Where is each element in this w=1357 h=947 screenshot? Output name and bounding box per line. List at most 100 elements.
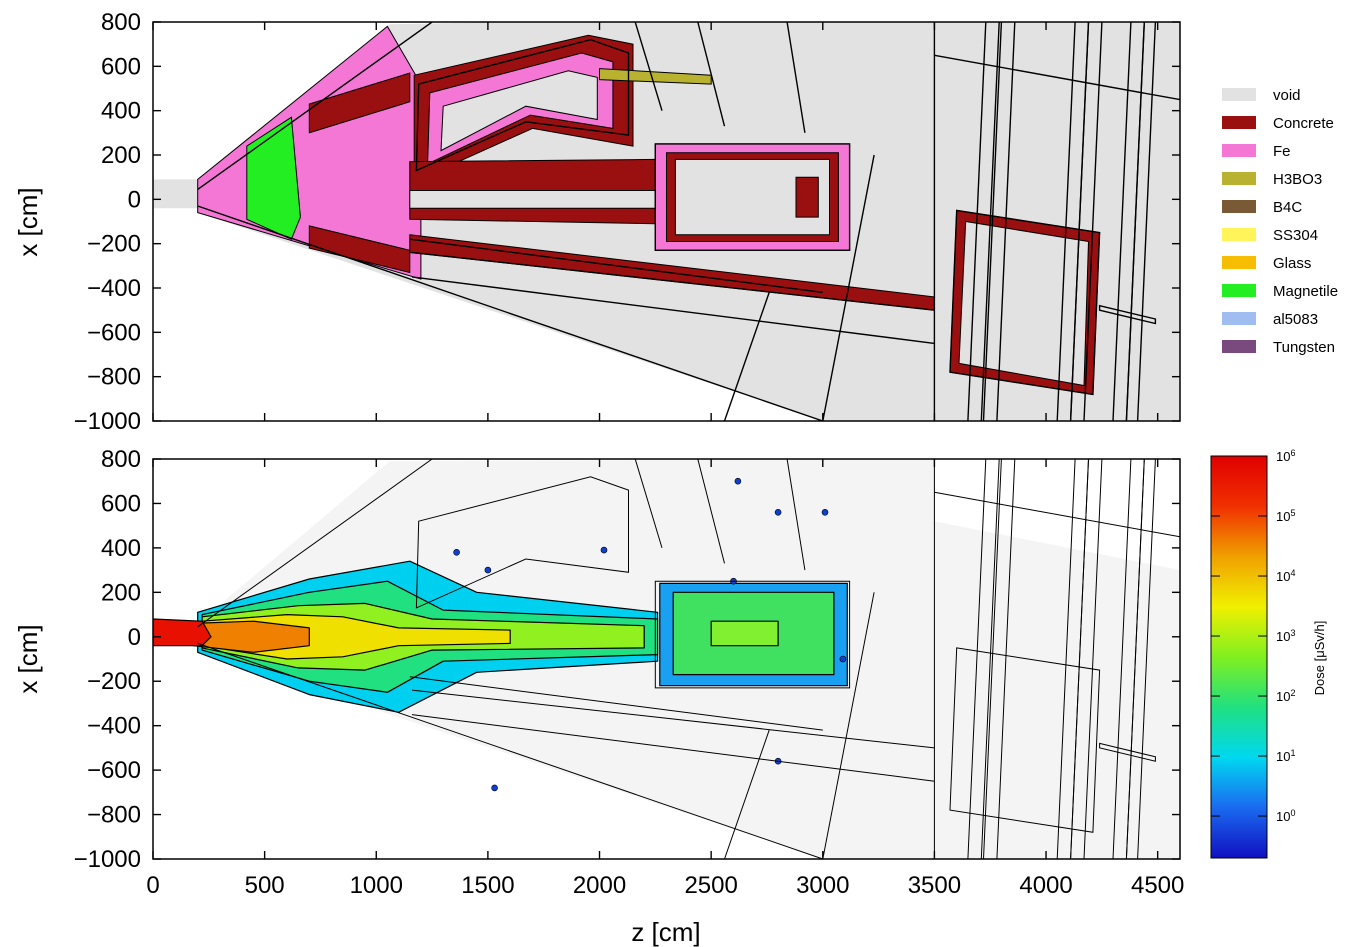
geometry-line-3: [634, 459, 663, 549]
y-tick-label-3: 200: [101, 579, 141, 606]
geometry-pillar-1: [982, 22, 1003, 421]
legend-label-5: SS304: [1273, 227, 1318, 244]
geometry-line-2: [411, 714, 935, 782]
geometry-pillar-5: [1125, 22, 1145, 421]
dose-y-axis-title: x [cm]: [13, 624, 43, 693]
geometry-dump-room: [654, 580, 851, 689]
geometry-dump-room: [654, 143, 851, 252]
geometry-pillar-0: [967, 459, 987, 859]
dose-frame: [152, 458, 1181, 860]
geometry-line-7: [411, 689, 935, 749]
colorbar-title: Dose [μSv/h]: [1312, 621, 1327, 696]
colorbar-tick-exponent-5: 1: [1290, 748, 1295, 758]
geometry-line-3: [634, 22, 663, 111]
geometry-shapes: [153, 22, 1180, 421]
y-tick-label-6: −400: [87, 275, 141, 302]
geometry-line-8: [724, 729, 770, 859]
x-tick-label-2: 1000: [350, 872, 403, 899]
channel-bore: [409, 190, 656, 209]
geometry-pillar-edge-1: [996, 459, 1016, 859]
dose-map: [153, 459, 1180, 859]
geometry-line-10: [697, 459, 725, 564]
geometry-pillar-0: [967, 22, 987, 421]
colorbar-tick-exponent-4: 2: [1290, 688, 1295, 698]
colorbar-tick-exponent-3: 3: [1290, 628, 1295, 638]
legend-label-6: Glass: [1273, 255, 1311, 272]
geometry-pillar-2: [1056, 22, 1076, 421]
y-tick-label-7: −600: [87, 757, 141, 784]
x-tick-label-0: 0: [146, 872, 159, 899]
dose-spot-0: [734, 477, 742, 485]
x-tick-label-3: 1500: [461, 872, 514, 899]
legend-swatch-3: [1222, 172, 1256, 185]
x-tick-label-8: 4000: [1019, 872, 1072, 899]
geometry-line-11: [409, 238, 823, 294]
legend-label-9: Tungsten: [1273, 339, 1335, 356]
geometry-pillar-4: [1112, 22, 1132, 421]
geometry-line-2: [411, 276, 935, 345]
concrete-upper-wedge: [308, 72, 411, 134]
geometry-pillar-edge-0: [980, 459, 1000, 859]
concrete-lower-wedge: [308, 225, 411, 274]
y-tick-label-8: −800: [87, 364, 141, 391]
x-tick-label-7: 3500: [908, 872, 961, 899]
geometry-pillar-3: [1070, 459, 1089, 859]
y-tick-label-3: 200: [101, 142, 141, 169]
h3bo3-pipe: [599, 68, 712, 85]
geometry-line-4: [786, 459, 806, 571]
dose-spot-5: [484, 566, 492, 574]
legend-swatch-2: [1222, 144, 1256, 157]
geometry-line-1: [197, 642, 823, 859]
dose-spot-9: [839, 655, 847, 663]
geometry-pillar-edge-3: [1083, 459, 1103, 859]
legend-swatch-5: [1222, 228, 1256, 241]
geometry-line-8: [723, 292, 770, 421]
y-tick-label-2: 400: [101, 98, 141, 125]
geometry-upper-vessel: [415, 476, 629, 609]
y-tick-label-9: −1000: [74, 408, 141, 435]
colorbar-tick-exponent-2: 4: [1290, 568, 1295, 578]
geometry-line-0: [197, 22, 433, 190]
legend-swatch-0: [1222, 88, 1256, 101]
colorbar-tick-label-6: 100: [1276, 808, 1295, 824]
y-tick-label-7: −600: [87, 319, 141, 346]
dose-spot-1: [774, 508, 782, 516]
geometry-line-9: [822, 592, 875, 859]
y-tick-label-0: 800: [101, 446, 141, 473]
dose-spot-2: [821, 508, 829, 516]
legend-swatch-1: [1222, 116, 1256, 129]
colorbar-tick-label-0: 106: [1276, 448, 1295, 464]
colorbar-tick-label-4: 102: [1276, 688, 1295, 704]
colorbar-tick-exponent-0: 6: [1290, 448, 1295, 458]
y-tick-label-1: 600: [101, 490, 141, 517]
geometry-pillar-1: [983, 459, 1002, 859]
geometry-pillar-edge-5: [1137, 459, 1156, 859]
material-legend: voidConcreteFeH3BO3B4CSS304GlassMagnetil…: [1222, 87, 1338, 356]
dose-contour-red: [153, 618, 212, 647]
dose-spot-6: [600, 546, 608, 554]
colorbar-tick-exponent-1: 5: [1290, 508, 1295, 518]
legend-swatch-9: [1222, 340, 1256, 353]
y-tick-label-4: 0: [128, 624, 141, 651]
geometry-upper-vessel: [415, 38, 630, 172]
y-tick-label-1: 600: [101, 53, 141, 80]
geometry-side-pipe: [1099, 742, 1156, 762]
legend-label-1: Concrete: [1273, 115, 1334, 132]
y-tick-label-6: −400: [87, 713, 141, 740]
geometry-line-6: [934, 491, 1180, 538]
geometry-pillar-edge-0: [980, 22, 1000, 421]
geometry-pillar-4: [1112, 459, 1132, 859]
legend-swatch-7: [1222, 284, 1256, 297]
void-upper-vessel: [440, 70, 598, 152]
legend-swatch-8: [1222, 312, 1256, 325]
geometry-line-9: [822, 154, 875, 421]
geometry-side-pipe: [1098, 304, 1157, 325]
colorbar-tick-exponent-6: 0: [1290, 808, 1295, 818]
dose-dump-core: [710, 620, 779, 647]
dose-spot-4: [453, 548, 460, 556]
concrete-dump-core: [795, 176, 819, 218]
legend-label-8: al5083: [1273, 311, 1318, 328]
